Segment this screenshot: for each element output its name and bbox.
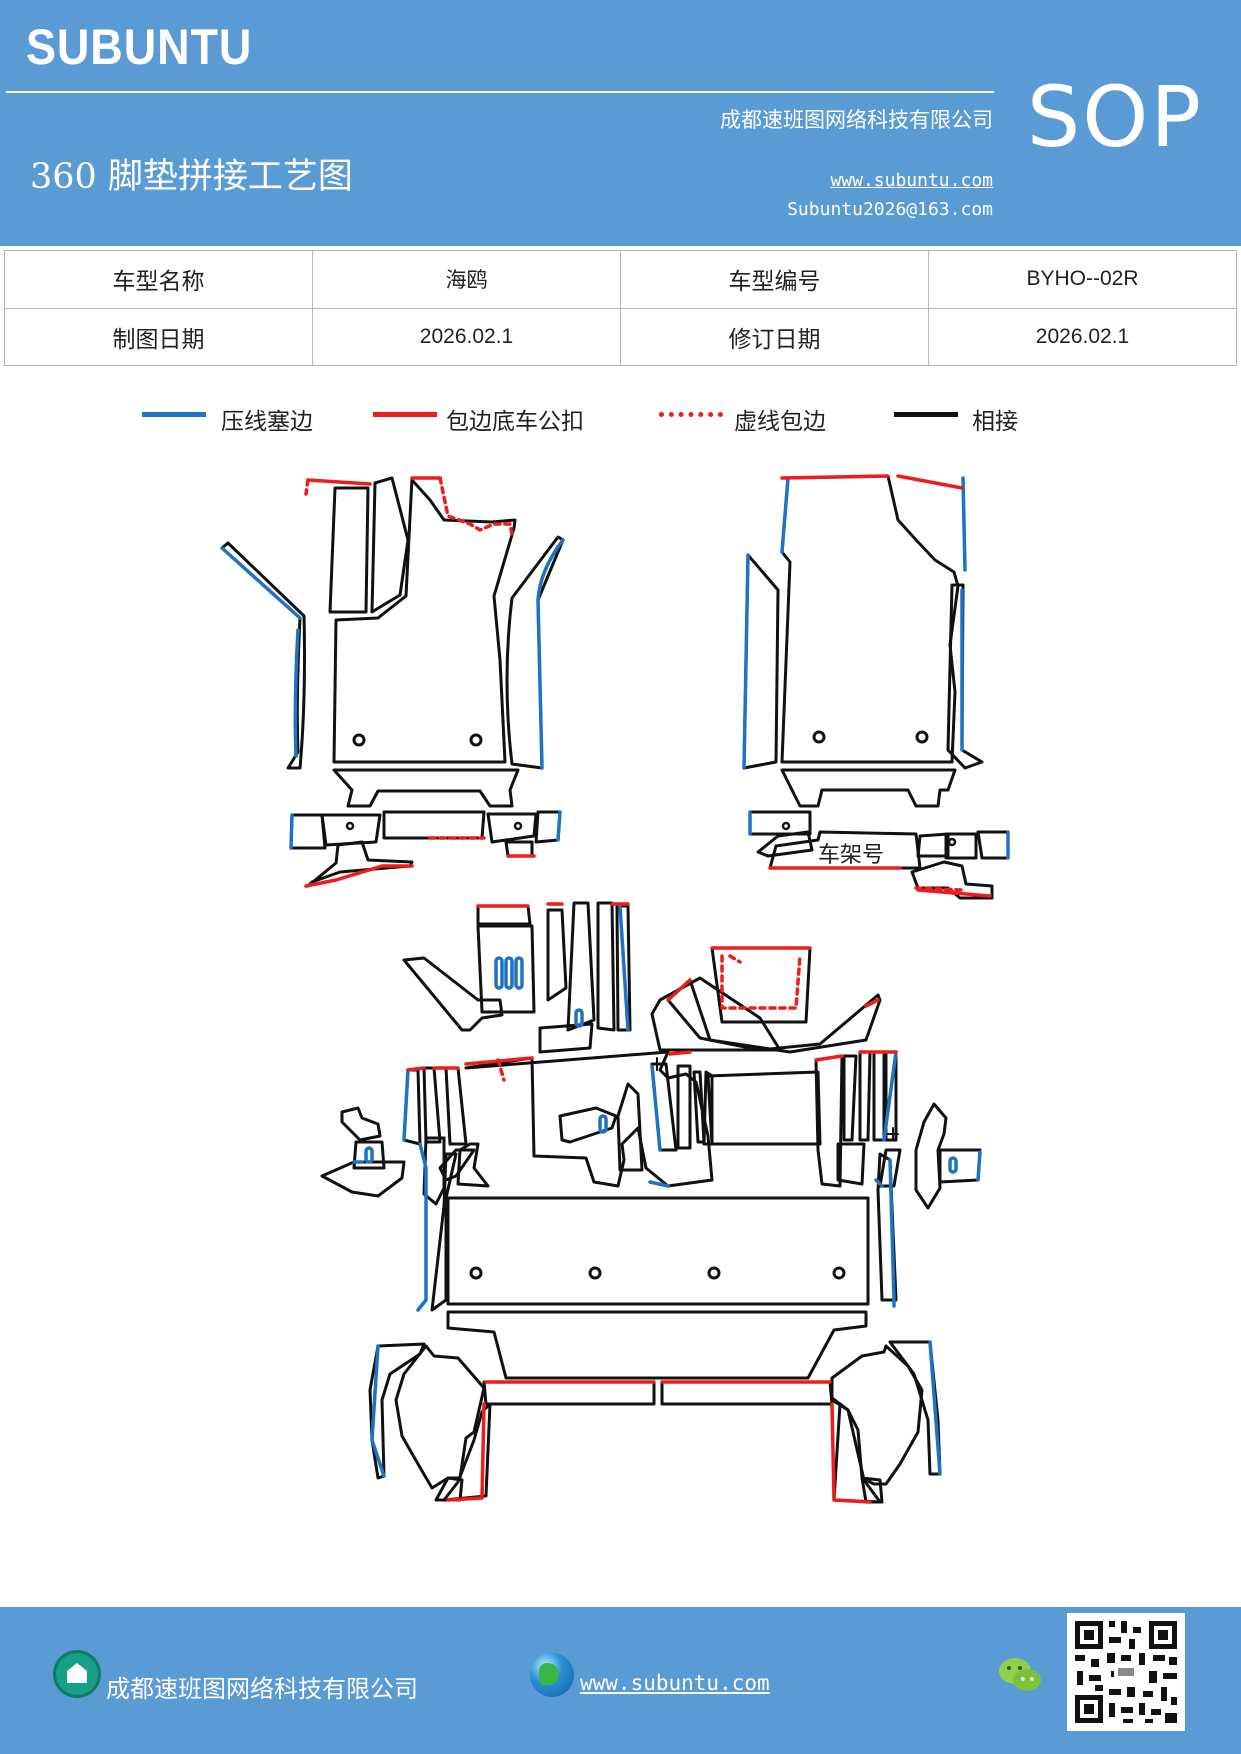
legend-label: 相接 xyxy=(972,409,1018,435)
legend: 压线塞边 包边底车公扣 虚线包边 相接 xyxy=(0,402,1241,438)
legend-label: 压线塞边 xyxy=(221,409,313,435)
legend-label: 虚线包边 xyxy=(734,409,826,435)
legend-label: 包边底车公扣 xyxy=(446,409,584,435)
page-footer: 成都速班图网络科技有限公司 www.subuntu.com xyxy=(0,1607,1241,1754)
header-email[interactable]: Subuntu2026@163.com xyxy=(787,199,993,220)
legend-swatch-red-solid xyxy=(373,412,437,417)
legend-swatch-black-solid xyxy=(894,412,958,417)
document-title: 360 脚垫拼接工艺图 xyxy=(30,157,353,197)
brand-logo: SUBUNTU xyxy=(26,19,253,75)
header-website-link[interactable]: www.subuntu.com xyxy=(830,170,993,191)
vehicle-info-table: 车型名称 海鸥 车型编号 BYHO--02R 制图日期 2026.02.1 修订… xyxy=(4,250,1237,366)
table-row: 制图日期 2026.02.1 修订日期 2026.02.1 xyxy=(4,307,1237,366)
qr-code[interactable] xyxy=(1067,1613,1185,1731)
label-drawing-date: 制图日期 xyxy=(4,307,313,366)
value-model-name: 海鸥 xyxy=(312,250,621,309)
label-revision-date: 修订日期 xyxy=(620,307,929,366)
edge-red-wrap xyxy=(304,474,992,1504)
legend-swatch-blue-solid xyxy=(142,412,206,417)
header-divider xyxy=(6,91,994,93)
page-header: SUBUNTU SOP 成都速班图网络科技有限公司 360 脚垫拼接工艺图 ww… xyxy=(0,0,1241,246)
value-drawing-date: 2026.02.1 xyxy=(312,307,621,366)
frame-number-label: 车架号 xyxy=(818,843,884,868)
globe-icon xyxy=(530,1653,574,1697)
value-model-code: BYHO--02R xyxy=(928,250,1237,309)
sop-label: SOP xyxy=(1026,68,1203,166)
footer-website-link[interactable]: www.subuntu.com xyxy=(580,1671,770,1695)
footer-company: 成都速班图网络科技有限公司 xyxy=(106,1675,418,1703)
value-revision-date: 2026.02.1 xyxy=(928,307,1237,366)
label-model-name: 车型名称 xyxy=(4,250,313,309)
edge-blue-pressed xyxy=(220,476,1010,1478)
company-icon xyxy=(53,1650,101,1698)
junction-marker xyxy=(651,1057,899,1141)
legend-swatch-red-dotted xyxy=(659,412,723,417)
wechat-icon[interactable] xyxy=(996,1655,1044,1695)
outline-black xyxy=(220,474,1010,1504)
edge-red-dotted xyxy=(304,476,964,1082)
label-model-code: 车型编号 xyxy=(620,250,929,309)
header-company: 成都速班图网络科技有限公司 xyxy=(720,108,993,132)
table-row: 车型名称 海鸥 车型编号 BYHO--02R xyxy=(4,250,1237,309)
